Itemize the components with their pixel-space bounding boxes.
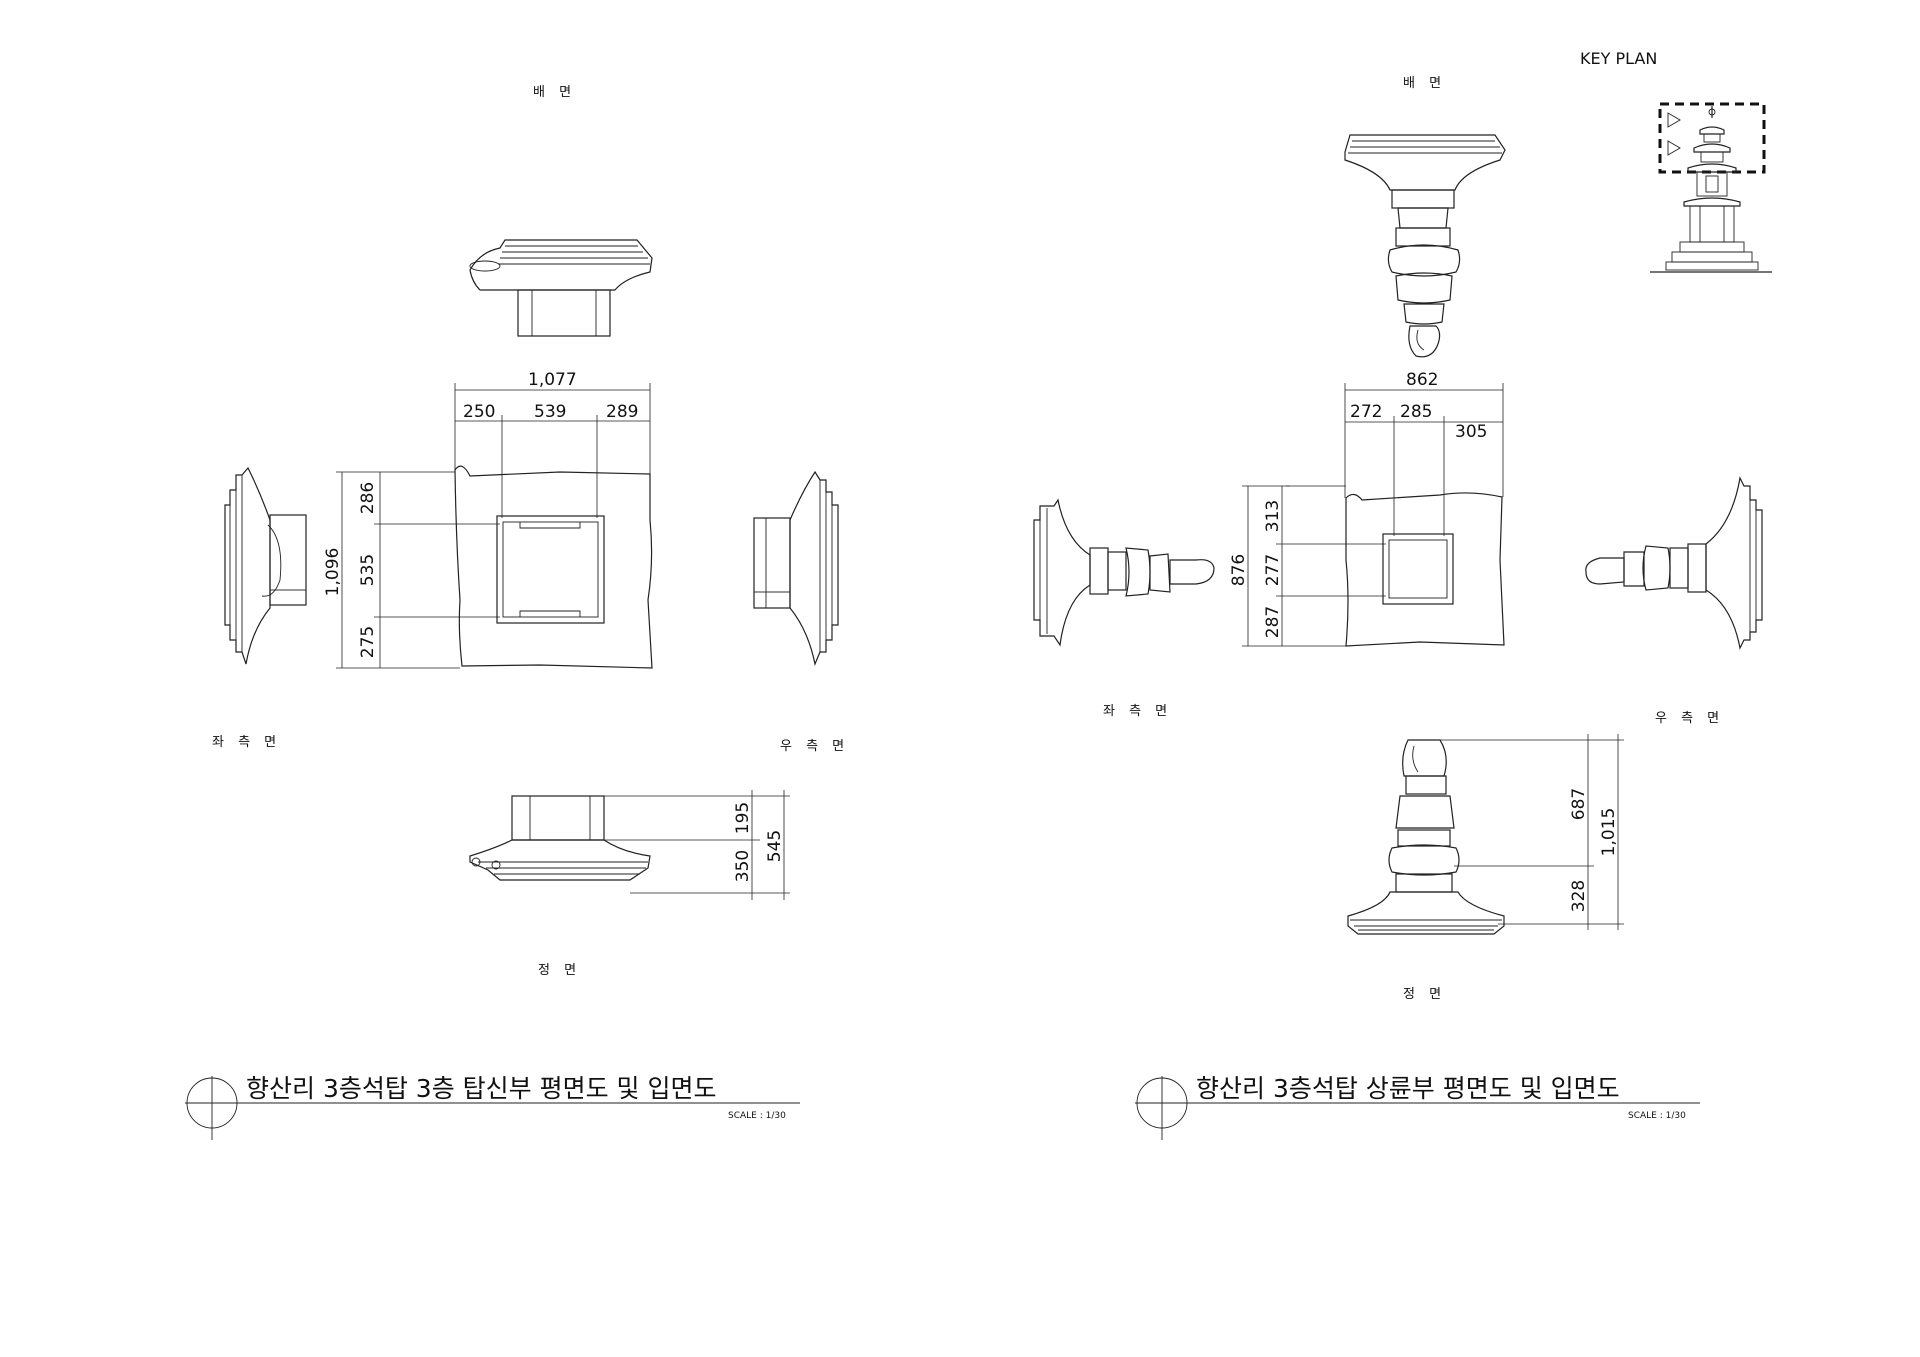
right-dim-d2: 277	[1263, 554, 1283, 586]
right-back-view-label: 배 면	[1403, 76, 1446, 91]
left-dim-d2: 535	[358, 554, 378, 586]
right-height-dimensions: 687 328 1,015	[1440, 734, 1624, 930]
right-dim-w2: 285	[1400, 402, 1432, 422]
left-scale-label: SCALE : 1/30	[728, 1111, 786, 1121]
right-drawing-title: 향산리 3층석탑 상륜부 평면도 및 입면도	[1196, 1074, 1620, 1103]
right-title-block: 향산리 3층석탑 상륜부 평면도 및 입면도 SCALE : 1/30	[1135, 1074, 1700, 1140]
right-front-view-label: 정 면	[1403, 987, 1446, 1002]
right-front-elevation	[1347, 739, 1505, 935]
left-front-view-label: 정 면	[538, 963, 581, 978]
right-dim-d3: 287	[1263, 606, 1283, 638]
left-dim-w2: 539	[534, 402, 566, 422]
left-right-view-label: 우 측 면	[780, 739, 849, 754]
right-width-dimensions: 862 272 285 305	[1286, 370, 1504, 536]
left-dim-h-total: 545	[765, 830, 785, 862]
right-left-side-elevation	[1033, 498, 1215, 647]
right-dim-w3: 305	[1455, 422, 1487, 442]
right-right-side-elevation	[1585, 476, 1763, 650]
left-dim-w3: 289	[606, 402, 638, 422]
left-dim-w1: 250	[463, 402, 495, 422]
left-width-dimensions: 1,077 250 539 289	[390, 370, 651, 518]
right-dim-h1: 687	[1569, 788, 1589, 820]
right-dim-h-total: 1,015	[1599, 808, 1619, 857]
key-plan-highlight-box	[1658, 102, 1766, 174]
right-plan-view	[1345, 492, 1505, 647]
left-back-view-label: 배 면	[533, 85, 576, 100]
left-dim-d1: 286	[358, 482, 378, 514]
right-scale-label: SCALE : 1/30	[1628, 1111, 1686, 1121]
left-height-dimensions: 195 350 545	[604, 790, 790, 900]
left-dim-d3: 275	[358, 626, 378, 658]
right-back-elevation	[1344, 134, 1506, 358]
key-plan-label: KEY PLAN	[1580, 49, 1657, 68]
left-back-elevation	[469, 239, 653, 337]
left-side-elevation	[224, 466, 307, 665]
right-dim-total-width: 862	[1406, 370, 1438, 390]
right-side-elevation	[753, 470, 839, 667]
left-plan-view	[454, 465, 653, 669]
right-right-view-label: 우 측 면	[1655, 711, 1724, 726]
pagoda-icon	[1650, 106, 1772, 273]
key-plan: KEY PLAN	[1580, 49, 1772, 273]
left-dim-total-width: 1,077	[528, 370, 577, 390]
right-depth-dimensions: 876 313 277 287	[1229, 485, 1386, 647]
right-left-view-label: 좌 측 면	[1103, 704, 1172, 719]
left-front-elevation	[469, 795, 651, 881]
left-drawing-title: 향산리 3층석탑 3층 탑신부 평면도 및 입면도	[246, 1074, 717, 1103]
right-dim-total-depth: 876	[1229, 554, 1249, 586]
left-dim-h1: 195	[733, 802, 753, 834]
left-dim-h2: 350	[733, 850, 753, 882]
left-depth-dimensions: 1,096 286 535 275	[323, 471, 500, 669]
right-dim-h2: 328	[1569, 880, 1589, 912]
left-title-block: 향산리 3층석탑 3층 탑신부 평면도 및 입면도 SCALE : 1/30	[185, 1074, 800, 1140]
left-sheet: 배 면 좌 측 면 우 측 면 정 면	[185, 85, 849, 1140]
left-dim-total-depth: 1,096	[323, 548, 343, 597]
right-dim-d1: 313	[1263, 500, 1283, 532]
right-sheet: 배 면 좌 측 면 우 측 면 정 면	[1033, 76, 1763, 1140]
left-left-view-label: 좌 측 면	[212, 735, 281, 750]
right-dim-w1: 272	[1350, 402, 1382, 422]
